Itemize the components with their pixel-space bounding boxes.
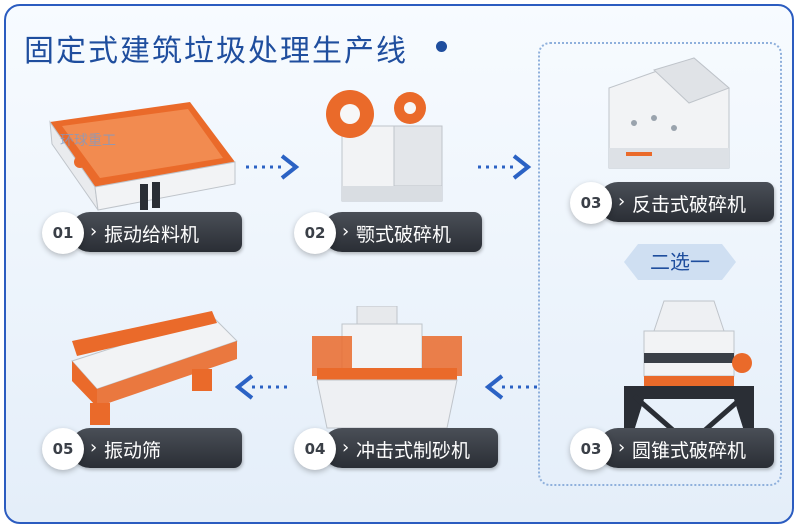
chevron-right-icon: › bbox=[342, 437, 350, 458]
sand-making-machine-image bbox=[312, 306, 462, 429]
step-number-badge: 05 bbox=[42, 428, 84, 470]
jaw-crusher-image bbox=[326, 90, 443, 202]
vibrating-screen-image bbox=[71, 311, 238, 425]
chevron-right-icon: › bbox=[342, 221, 350, 242]
arrow-left-icon bbox=[234, 374, 288, 400]
step-number-badge: 01 bbox=[42, 212, 84, 254]
step-label-pill: › 圆锥式破碎机 bbox=[598, 428, 774, 468]
cone-crusher-image bbox=[624, 300, 754, 433]
step-number-badge: 03 bbox=[570, 428, 612, 470]
impact-crusher-image bbox=[608, 57, 730, 169]
step-label-text: 圆锥式破碎机 bbox=[632, 440, 747, 462]
step-number-badge: 02 bbox=[294, 212, 336, 254]
step-number-badge: 04 bbox=[294, 428, 336, 470]
step-label-pill: › 冲击式制砂机 bbox=[322, 428, 498, 468]
arrow-right-icon bbox=[246, 154, 300, 180]
title-dot bbox=[436, 41, 447, 52]
arrow-left-icon bbox=[484, 374, 538, 400]
vibrating-feeder-image bbox=[49, 102, 236, 211]
chevron-right-icon: › bbox=[618, 191, 626, 212]
step-label-pill: › 振动给料机 bbox=[70, 212, 242, 252]
step-label-pill: › 反击式破碎机 bbox=[598, 182, 774, 222]
chevron-right-icon: › bbox=[90, 437, 98, 458]
step-label-text: 振动筛 bbox=[104, 440, 162, 462]
step-label-pill: › 颚式破碎机 bbox=[322, 212, 482, 252]
step-label-text: 振动给料机 bbox=[104, 224, 200, 246]
crusher-option-box bbox=[538, 42, 782, 486]
step-label-text: 颚式破碎机 bbox=[356, 224, 452, 246]
step-label-text: 冲击式制砂机 bbox=[356, 440, 471, 462]
arrow-right-icon bbox=[478, 154, 532, 180]
page-title: 固定式建筑垃圾处理生产线 bbox=[24, 34, 408, 69]
watermark-text: 环球重工 bbox=[60, 133, 116, 149]
step-label-pill: › 振动筛 bbox=[70, 428, 242, 468]
diagram-frame: 固定式建筑垃圾处理生产线 环球重工 bbox=[4, 4, 794, 524]
chevron-right-icon: › bbox=[90, 221, 98, 242]
option-tag: 二选一 bbox=[624, 244, 736, 280]
step-label-text: 反击式破碎机 bbox=[632, 194, 747, 216]
step-number-badge: 03 bbox=[570, 182, 612, 224]
chevron-right-icon: › bbox=[618, 437, 626, 458]
